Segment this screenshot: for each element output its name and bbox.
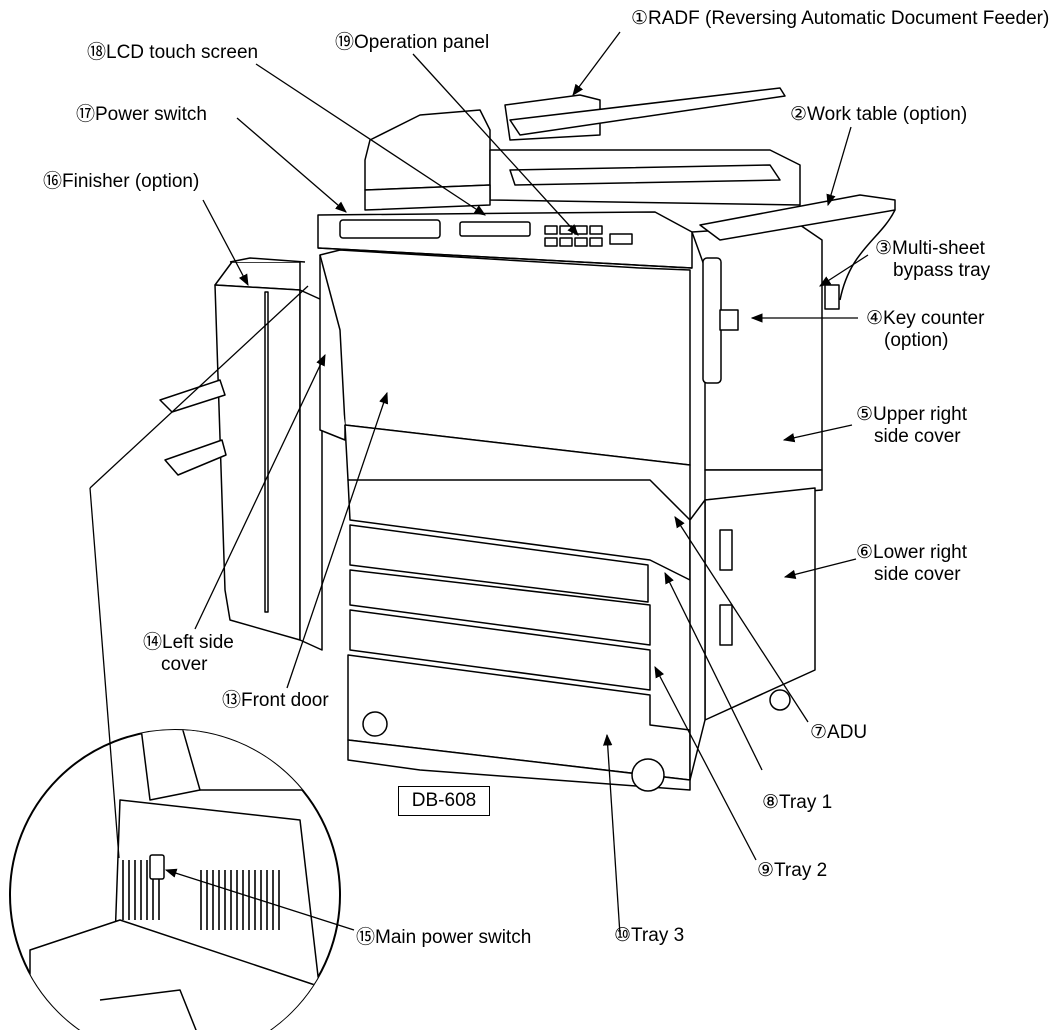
label-upper-right-line2: side cover [874, 426, 961, 447]
main-power-switch-shape [149, 854, 165, 880]
leader-lines [164, 31, 869, 936]
label-lower-right-side-cover: ⑥Lower right side cover [856, 542, 967, 586]
magnified-inset [9, 729, 341, 1030]
lcd-panel-shape [339, 219, 441, 239]
label-key-counter: ④Key counter (option) [866, 308, 984, 352]
copier-body [317, 87, 896, 792]
lower-right-cover-shape [704, 487, 816, 721]
label-bypass-line1: ③Multi-sheet [875, 238, 985, 259]
label-left-side-cover: ⑭Left side cover [143, 632, 234, 676]
label-finisher: ⑯Finisher (option) [43, 171, 200, 192]
label-main-power-switch: ⑮Main power switch [356, 927, 532, 948]
label-radf: ①RADF (Reversing Automatic Document Feed… [631, 8, 1049, 29]
label-adu: ⑦ADU [810, 722, 868, 743]
tray2-shape [349, 569, 651, 646]
label-tray3: ⑩Tray 3 [614, 925, 685, 946]
label-operation-panel: ⑲Operation panel [335, 32, 490, 53]
label-power-switch: ⑰Power switch [76, 104, 207, 125]
label-upper-right-side-cover: ⑤Upper right side cover [856, 404, 967, 448]
model-number-box: DB-608 [398, 786, 490, 816]
label-key-counter-line1: ④Key counter [866, 308, 985, 329]
zoom-guide-lines [89, 285, 309, 859]
label-key-counter-line2: (option) [884, 330, 949, 351]
tray1-shape [349, 524, 649, 603]
label-lower-right-line1: ⑥Lower right [856, 542, 968, 563]
label-left-side-line1: ⑭Left side [143, 632, 234, 653]
finisher-unit [159, 257, 323, 651]
label-tray2: ⑨Tray 2 [757, 860, 828, 881]
label-front-door: ⑬Front door [222, 690, 329, 711]
label-lower-right-line2: side cover [874, 564, 961, 585]
radf-shape [364, 109, 491, 191]
front-door-shape [319, 249, 691, 466]
keypad-shape [544, 225, 633, 247]
tray3-shape [349, 609, 651, 691]
label-lcd-touch-screen: ⑱LCD touch screen [87, 42, 259, 63]
label-multi-sheet-bypass-tray: ③Multi-sheet bypass tray [875, 238, 990, 282]
copier-diagram: ①RADF (Reversing Automatic Document Feed… [9, 8, 1049, 1030]
copier-illustration [9, 31, 896, 1030]
label-upper-right-line1: ⑤Upper right [856, 404, 968, 425]
label-bypass-line2: bypass tray [893, 260, 991, 281]
label-left-side-line2: cover [161, 654, 208, 675]
label-work-table: ②Work table (option) [790, 104, 968, 125]
label-tray1: ⑧Tray 1 [762, 792, 833, 813]
